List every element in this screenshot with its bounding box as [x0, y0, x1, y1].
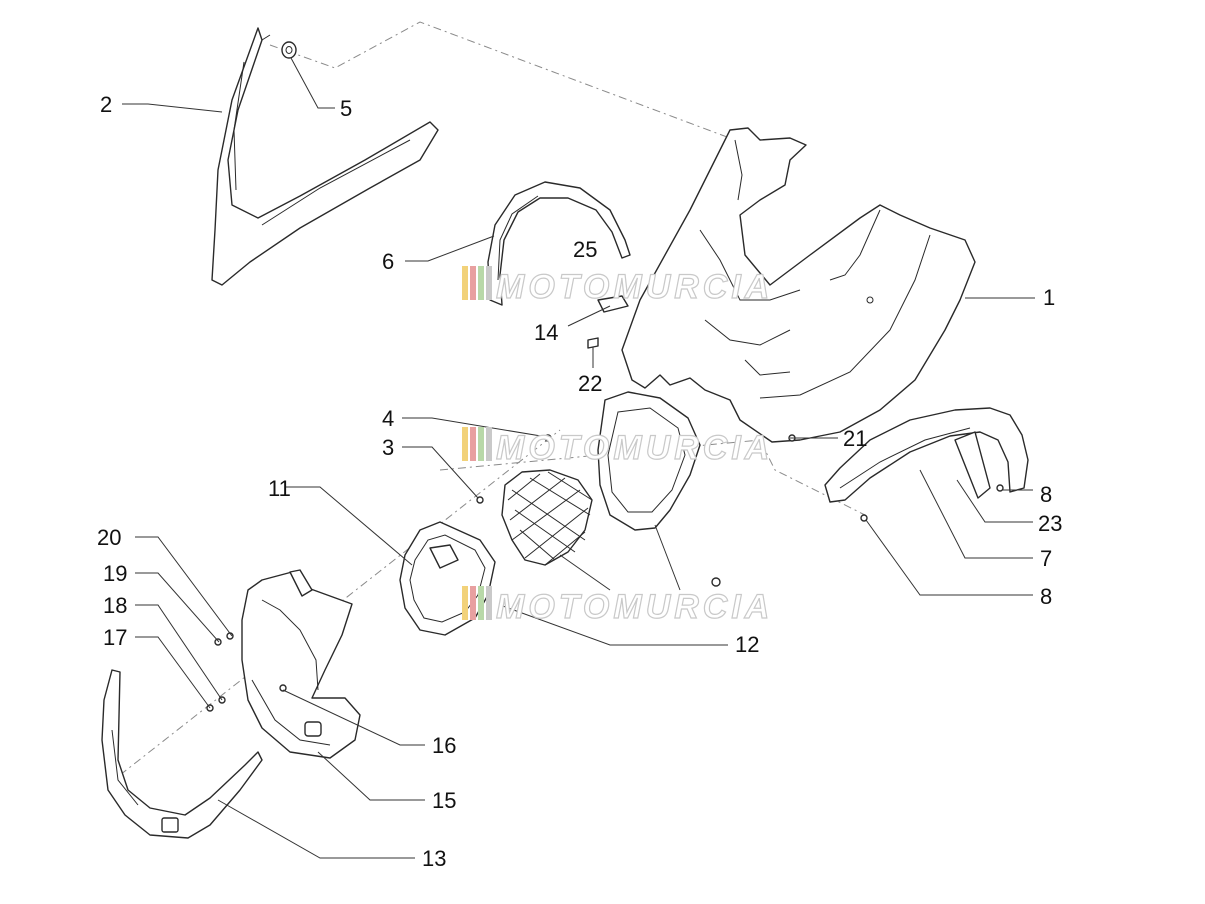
watermark: MOTOMURCIA MOTOMURCIA MOTOMURCIA — [462, 266, 773, 627]
callout-21: 21 — [843, 426, 867, 451]
part-5-grommet — [281, 41, 297, 59]
callout-20: 20 — [97, 525, 121, 550]
part-19-screw — [214, 638, 222, 646]
callout-8-upper: 8 — [1040, 482, 1052, 507]
callout-6: 6 — [382, 249, 394, 274]
callout-23: 23 — [1038, 511, 1062, 536]
watermark-logo-top: MOTOMURCIA — [462, 266, 773, 307]
part-6-arched-trim — [487, 181, 631, 306]
part-8-screw-upper — [996, 484, 1004, 492]
watermark-text-bottom: MOTOMURCIA — [496, 588, 773, 626]
callout-labels: 1 2 3 4 5 6 7 8 8 11 12 13 14 15 16 17 1… — [97, 92, 1062, 871]
callout-11: 11 — [268, 476, 291, 501]
part-16-screw — [279, 684, 287, 692]
watermark-text-top: MOTOMURCIA — [496, 268, 773, 306]
callout-2: 2 — [100, 92, 112, 117]
callout-12: 12 — [735, 632, 759, 657]
callout-14: 14 — [534, 320, 558, 345]
callout-19: 19 — [103, 561, 127, 586]
part-1-front-body — [621, 127, 976, 443]
part-12-headlight-holder — [597, 391, 701, 531]
callout-16: 16 — [432, 733, 456, 758]
part-3-screw — [476, 496, 484, 504]
callout-3: 3 — [382, 435, 394, 460]
watermark-text-middle: MOTOMURCIA — [496, 429, 773, 467]
part-2-upper-shield — [211, 27, 439, 286]
callout-5: 5 — [340, 96, 352, 121]
callout-7: 7 — [1040, 546, 1052, 571]
callout-17: 17 — [103, 625, 127, 650]
watermark-logo-middle: MOTOMURCIA — [462, 427, 773, 468]
fasteners — [206, 434, 1004, 712]
part-12-clip — [711, 577, 721, 587]
callout-1: 1 — [1043, 285, 1055, 310]
part-15-lower-cover — [241, 569, 361, 759]
callout-13: 13 — [422, 846, 446, 871]
callout-25: 25 — [573, 237, 597, 262]
callout-22: 22 — [578, 371, 602, 396]
callout-4: 4 — [382, 406, 394, 431]
watermark-logo-bottom: MOTOMURCIA — [462, 586, 773, 627]
callout-18: 18 — [103, 593, 127, 618]
callout-15: 15 — [432, 788, 456, 813]
part-8-screw-lower — [860, 514, 868, 522]
callout-8-lower: 8 — [1040, 584, 1052, 609]
part-13-bottom-fairing — [101, 669, 263, 839]
leader-lines — [122, 57, 1035, 859]
part-4-grille — [501, 469, 593, 566]
